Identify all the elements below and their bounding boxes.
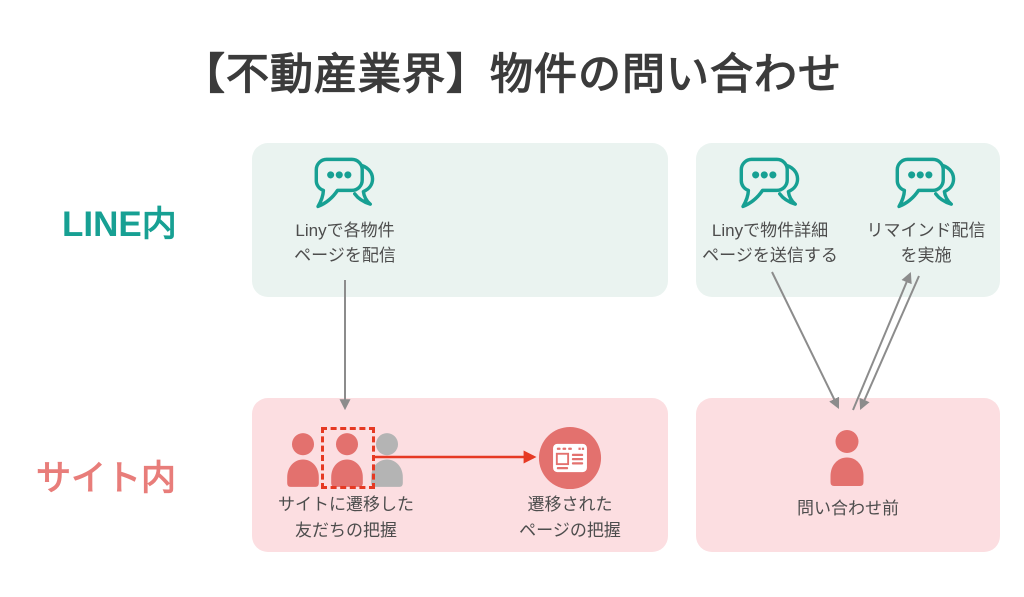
caption-site-visit-friends: サイトに遷移した 友だちの把握 [268, 492, 424, 544]
caption-line1: サイトに遷移した [278, 495, 414, 514]
row-label-site: サイト内 [36, 459, 177, 498]
box-site-tracking: サイトに遷移した 友だちの把握 遷移された ページの把握 [252, 398, 668, 552]
step-label: リマインド配信 を実施 [867, 218, 986, 268]
page-title: 【不動産業界】物件の問い合わせ [182, 51, 842, 99]
box-line-broadcast: Linyで各物件 ページを配信 [252, 143, 668, 297]
caption-line1: 遷移された [527, 495, 613, 514]
caption-line2: 友だちの把握 [295, 521, 397, 540]
box-line-followup: Linyで物件詳細 ページを送信する リマインド配信 を実施 [696, 143, 1000, 297]
step-label-line2: を実施 [900, 246, 952, 265]
step-label-line1: リマインド配信 [866, 221, 986, 240]
step-label-line1: Linyで各物件 [295, 221, 395, 240]
browser-page-icon [538, 426, 602, 490]
chat-bubbles-icon [895, 157, 957, 210]
step-remind-delivery: リマインド配信 を実施 [851, 157, 1001, 268]
caption-pre-inquiry: 問い合わせ前 [797, 499, 899, 518]
chat-bubbles-icon [739, 157, 801, 210]
chat-bubbles-icon [314, 157, 376, 210]
caption-line2: ページの把握 [519, 521, 621, 540]
caption-visited-page: 遷移された ページの把握 [492, 492, 648, 544]
person-icon [280, 432, 326, 488]
step-send-detail-page: Linyで物件詳細 ページを送信する [696, 157, 844, 268]
step-label-line2: ページを配信 [294, 246, 396, 265]
step-label: Linyで各物件 ページを配信 [294, 218, 396, 268]
step-label-line1: Linyで物件詳細 [711, 221, 829, 240]
step-broadcast-property-pages: Linyで各物件 ページを配信 [270, 157, 420, 268]
step-label-line2: ページを送信する [702, 246, 838, 265]
person-icon [823, 429, 871, 487]
highlight-dashed-frame [321, 427, 375, 489]
row-label-line: LINE内 [62, 205, 177, 244]
box-site-pre-inquiry: 問い合わせ前 [696, 398, 1000, 552]
step-label: Linyで物件詳細 ページを送信する [702, 218, 838, 268]
